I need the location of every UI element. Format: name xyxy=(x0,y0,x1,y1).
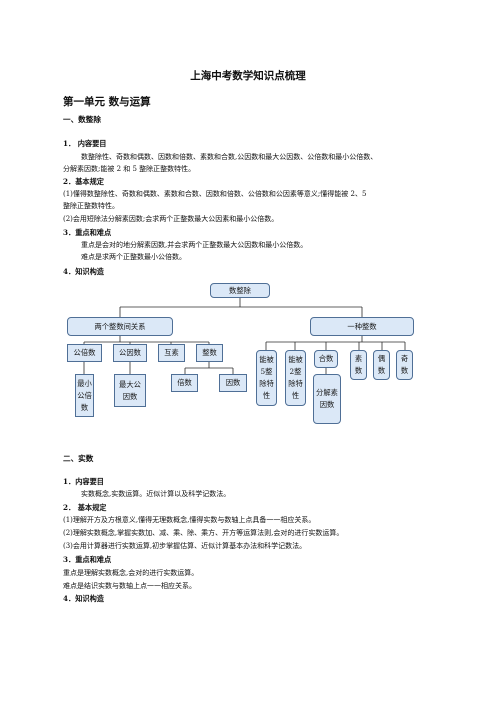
tree-node-composite: 合数 xyxy=(314,350,338,368)
paragraph: (3)会用计算器进行实数运算,初步掌握估算、近似计算基本办法和科学记数法。 xyxy=(63,542,307,550)
paragraph: 实数概念,实数运算。近似计算以及科学记数法。 xyxy=(81,490,231,498)
paragraph: 整除正整数特性。 xyxy=(63,202,119,210)
subheading-key: 3．重点和难点 xyxy=(63,228,112,237)
unit-heading: 第一单元 数与运算 xyxy=(63,96,151,108)
tree-node-common-factor: 公因数 xyxy=(113,344,147,362)
tree-node-factor: 因数 xyxy=(219,374,247,392)
paragraph: 难点是求两个正整数最小公倍数。 xyxy=(81,253,186,261)
paragraph: 数整除性、奇数和偶数、因数和倍数、素数和合数,公因数和最大公因数、公倍数和最小公… xyxy=(81,153,378,161)
tree-node-coprime: 互素 xyxy=(158,344,185,362)
subheading-structure: 4．知识构造 xyxy=(63,267,104,276)
tree-node-gcd: 最大公因数 xyxy=(114,374,146,407)
paragraph: (1)懂得数整除性、奇数和偶数、素数和合数、因数和倍数、公倍数和公因素等意义;懂… xyxy=(63,190,367,198)
tree-node-root: 数整除 xyxy=(210,283,270,298)
tree-node-prime: 素数 xyxy=(350,350,367,380)
paragraph: (1)理解开方及方根意义,懂得无理数概念,懂得实数与数轴上点具备一一相应关系。 xyxy=(63,516,316,524)
subheading-basic: 2． 基本规定 xyxy=(63,503,107,512)
tree-node-single-integer: 一种整数 xyxy=(310,317,414,336)
tree-node-prime-factorization: 分解素因数 xyxy=(313,374,341,424)
paragraph: (2)理解实数概念,掌握实数加、减、乘、除、乘方、开方等运算法则,会对的进行实数… xyxy=(63,529,344,537)
tree-node-divisible-by-2: 能被2整除特性 xyxy=(285,350,306,406)
paragraph: 重点是理解实数概念,会对的进行实数运算。 xyxy=(63,569,199,577)
tree-node-integer: 整数 xyxy=(196,344,223,362)
paragraph: (2)会用短除法分解素因数;会求两个正整数最大公因素和最小公倍数。 xyxy=(63,215,279,223)
section-heading-divisibility: 一、数整除 xyxy=(63,115,101,124)
tree-node-two-integers-relation: 两个整数间关系 xyxy=(67,317,173,336)
tree-node-divisible-by-5: 能被5整除特性 xyxy=(256,350,277,406)
tree-node-common-multiple: 公倍数 xyxy=(67,344,102,362)
subheading-content: 1． 内容要目 xyxy=(63,139,107,148)
page-title: 上海中考数学知识点梳理 xyxy=(190,70,306,82)
subheading-structure: 4．知识构造 xyxy=(63,594,104,603)
subheading-content: 1．内容要目 xyxy=(63,477,104,486)
tree-node-lcm: 最小公倍数 xyxy=(75,374,94,417)
paragraph: 分解素因数;能被 2 和 5 整除正整数特性。 xyxy=(63,165,196,173)
paragraph: 难点是结识实数与数轴上点一一相应关系。 xyxy=(63,582,196,590)
section-heading-real-numbers: 二、实数 xyxy=(63,454,94,463)
tree-node-odd: 奇数 xyxy=(396,350,413,380)
paragraph: 重点是会对的地分解素因数,并会求两个正整数最大公因数和最小公倍数。 xyxy=(81,241,308,249)
subheading-key: 3．重点和难点 xyxy=(63,555,112,564)
tree-node-even: 偶数 xyxy=(373,350,390,380)
tree-node-multiple: 倍数 xyxy=(171,374,198,392)
subheading-basic: 2．基本规定 xyxy=(63,177,104,186)
